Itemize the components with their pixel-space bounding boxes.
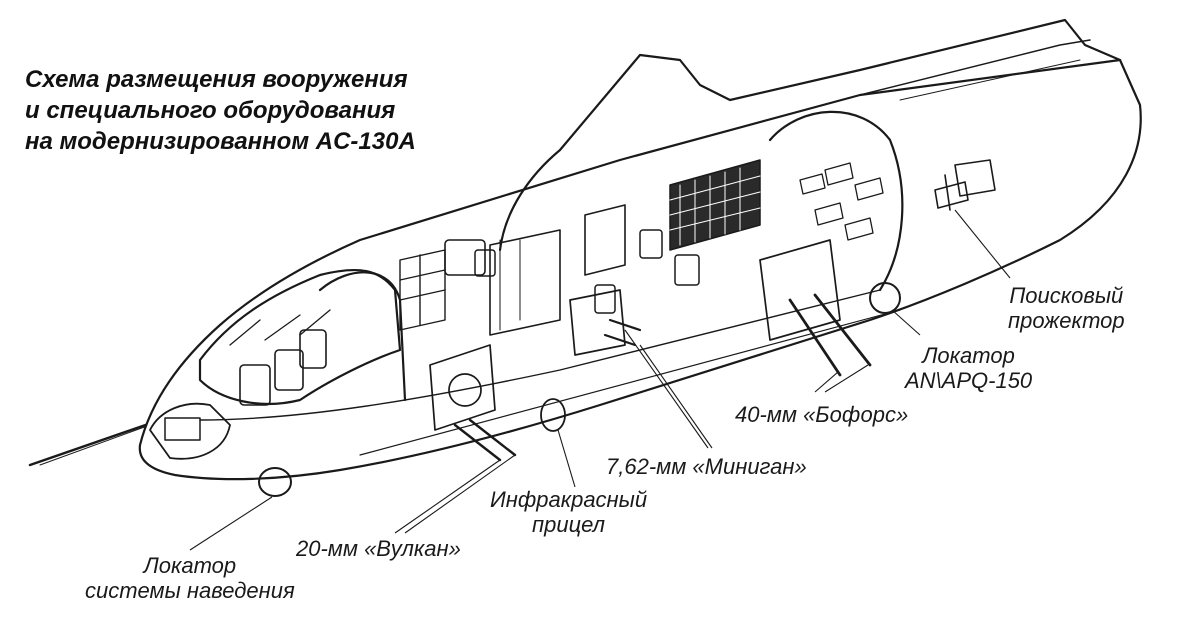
apq-radar-dome <box>869 282 901 314</box>
leader-minigun-1 <box>624 329 709 449</box>
title-line-2: и специального оборудования <box>25 97 396 124</box>
ir-sight-pod <box>540 398 566 432</box>
diagram-title: Схема размещения вооружения и специально… <box>25 64 416 157</box>
leader-vulcan-1 <box>394 459 501 534</box>
vulcan-gun-mount <box>429 344 517 462</box>
guidance-radar-dome <box>258 467 292 497</box>
leader-guidance <box>189 496 273 551</box>
label-minigun: 7,62-мм «Миниган» <box>606 454 807 479</box>
aft-seats <box>799 162 884 241</box>
cockpit-bulkhead <box>318 271 407 402</box>
nose-radar-housing <box>149 402 231 460</box>
bofors-gun-mount <box>759 239 872 377</box>
label-ir-sight: Инфракрасный прицел <box>490 487 648 537</box>
leader-bofors-2 <box>824 364 869 393</box>
electronics-rack <box>399 249 446 331</box>
nose-probe <box>28 418 162 467</box>
ammo-grid-panel <box>669 159 761 251</box>
title-line-1: Схема размещения вооружения <box>25 66 408 93</box>
minigun-mount <box>569 289 642 356</box>
tail-fin <box>498 18 1122 252</box>
leader-apq <box>891 309 921 336</box>
title-line-3: на модернизированном AC-130A <box>25 128 416 155</box>
leader-vulcan-2 <box>404 454 516 534</box>
leader-bofors-1 <box>814 371 839 393</box>
label-guidance-radar: Локатор системы наведения <box>85 553 295 603</box>
label-radar-apq150: Локатор AN\APQ-150 <box>905 343 1033 393</box>
fuselage-outline <box>138 58 1142 481</box>
searchlight <box>934 159 996 211</box>
leader-ir <box>557 429 576 488</box>
label-vulcan: 20-мм «Вулкан» <box>296 536 461 561</box>
label-bofors: 40-мм «Бофорс» <box>735 402 909 427</box>
cockpit-glazing <box>198 268 402 406</box>
leader-minigun-2 <box>639 344 713 449</box>
label-searchlight: Поисковый прожектор <box>1008 283 1125 333</box>
aft-bulkhead <box>768 110 904 292</box>
leader-searchlight <box>954 209 1011 279</box>
